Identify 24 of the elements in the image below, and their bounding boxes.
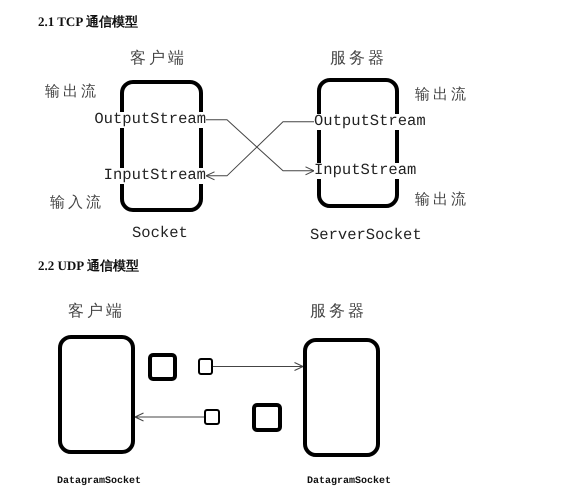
stream-label: OutputStream	[314, 114, 426, 130]
stream-label: InputStream	[314, 163, 416, 178]
socket-caption: Socket	[132, 226, 188, 242]
socket-heading: 客户端	[130, 50, 187, 66]
socket-heading: 服务器	[330, 50, 387, 66]
socket-heading: 服务器	[310, 303, 367, 319]
socket-caption: DatagramSocket	[57, 477, 142, 487]
section-heading: 2.2 UDP 通信模型	[38, 259, 139, 272]
packet-square	[204, 409, 220, 425]
packet-square	[198, 358, 213, 375]
socket-caption: DatagramSocket	[307, 477, 392, 487]
packet-square	[252, 403, 282, 432]
stream-label: InputStream	[104, 168, 206, 184]
stream-caption: 输出流	[45, 84, 99, 99]
stream-caption: 输出流	[415, 87, 469, 102]
packet-square	[148, 353, 177, 381]
socket-caption: ServerSocket	[310, 228, 422, 244]
arrow	[134, 412, 204, 422]
stream-caption: 输出流	[415, 192, 469, 206]
socket-heading: 客户端	[68, 303, 125, 319]
arrow	[212, 362, 304, 371]
section-heading: 2.1 TCP 通信模型	[38, 15, 138, 28]
stream-caption: 输入流	[50, 194, 104, 210]
stream-label: OutputStream	[94, 112, 206, 128]
